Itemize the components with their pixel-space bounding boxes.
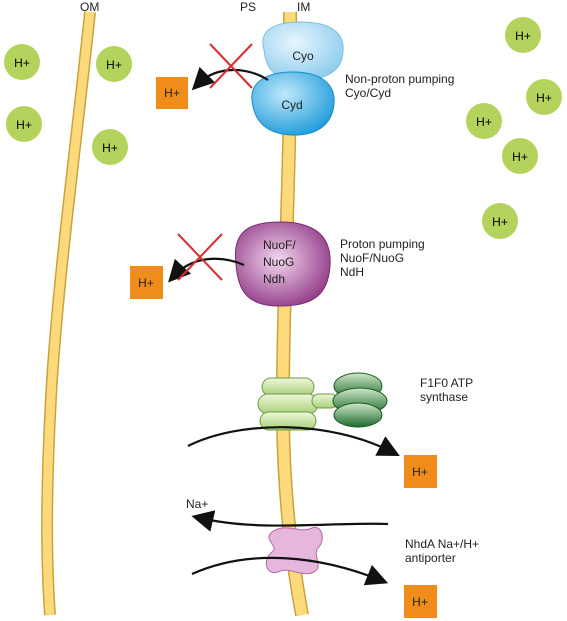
nuo-ndh-caption: Proton pumping NuoF/NuoG NdH xyxy=(340,237,425,279)
cyo-blocked-arrow xyxy=(191,66,269,91)
cyo-complex: Cyo xyxy=(262,21,344,81)
proton-text: H+ xyxy=(512,150,528,164)
proton-bubble-left-1: H+ xyxy=(4,44,40,80)
proton-bubble-right-5: H+ xyxy=(482,203,518,239)
sodium-arrow xyxy=(191,510,389,532)
cyo-block-cross xyxy=(209,43,253,89)
proton-text: H+ xyxy=(412,465,428,479)
proton-text: H+ xyxy=(106,58,122,72)
proton-bubble-left-2: H+ xyxy=(96,46,132,82)
proton-text: H+ xyxy=(14,56,30,70)
antiporter-proton-arrow xyxy=(191,556,389,586)
proton-text: H+ xyxy=(164,86,180,100)
proton-square-antiporter: H+ xyxy=(404,585,437,618)
antiporter-protein xyxy=(265,526,323,575)
ndh-text: Ndh xyxy=(263,272,285,286)
proton-text: H+ xyxy=(492,215,508,229)
proton-text: H+ xyxy=(16,118,32,132)
proton-text: H+ xyxy=(515,29,531,43)
proton-bubble-left-4: H+ xyxy=(92,129,128,165)
proton-bubble-right-3: H+ xyxy=(466,103,502,139)
proton-text: H+ xyxy=(476,115,492,129)
nuo-ndh-complex: NuoF/ NuoG Ndh xyxy=(234,221,331,307)
inner-membrane-label: IM xyxy=(297,0,311,14)
proton-text: H+ xyxy=(138,276,154,290)
f1f0-atp-synthase xyxy=(257,372,388,431)
atp-proton-arrow xyxy=(187,426,400,457)
proton-text: H+ xyxy=(102,141,118,155)
proton-text: H+ xyxy=(412,595,428,609)
outer-membrane-label: OM xyxy=(80,0,100,14)
proton-text: H+ xyxy=(536,91,552,105)
proton-square-nuo: H+ xyxy=(130,266,163,299)
cyo-text: Cyo xyxy=(292,49,314,63)
proton-square-cyo: H+ xyxy=(156,77,188,109)
atp-synthase-caption: F1F0 ATP synthase xyxy=(420,376,474,404)
proton-square-atp: H+ xyxy=(404,455,437,488)
proton-bubble-left-3: H+ xyxy=(6,106,42,142)
sodium-label: Na+ xyxy=(186,497,208,511)
cyd-text: Cyd xyxy=(281,98,302,112)
periplasm-label: PS xyxy=(240,0,257,14)
antiporter-caption: NhdA Na+/H+ antiporter xyxy=(405,537,480,565)
nuo-blocked-arrow xyxy=(168,257,245,283)
nuof-text: NuoF/ xyxy=(263,238,296,252)
proton-bubble-right-1: H+ xyxy=(505,17,541,53)
proton-bubble-right-2: H+ xyxy=(526,79,562,115)
proton-bubble-right-4: H+ xyxy=(502,138,538,174)
nuog-text: NuoG xyxy=(263,255,294,269)
cyd-complex: Cyd xyxy=(251,71,335,136)
nuo-block-cross xyxy=(177,233,223,281)
cyo-cyd-caption: Non-proton pumping Cyo/Cyd xyxy=(345,72,455,100)
